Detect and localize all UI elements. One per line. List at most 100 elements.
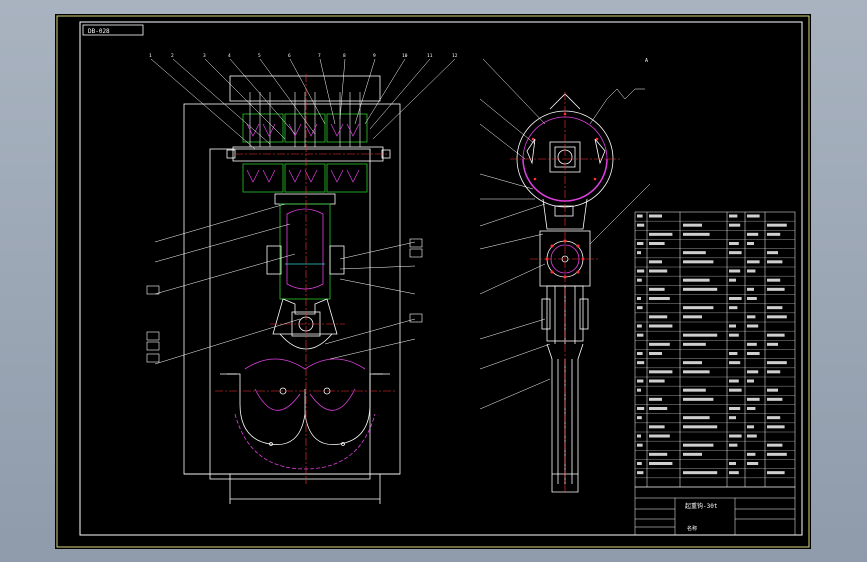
bom-cell-text: [649, 370, 673, 374]
bom-cell-text: [649, 214, 662, 218]
bom-cell-text: [767, 232, 781, 236]
title-tag-box: [82, 24, 144, 36]
bom-cell-text: [767, 315, 787, 319]
bom-cell-text: [767, 425, 785, 429]
cad-viewport[interactable]: DB-028: [55, 14, 811, 549]
bom-cell-text: [637, 297, 641, 300]
bom-cell-text: [637, 471, 644, 475]
crane-hook-drawing: DB-028: [56, 15, 810, 548]
callout-10: 10: [402, 53, 408, 59]
bom-cell-text: [683, 361, 702, 365]
bom-cell-text: [747, 425, 754, 429]
bom-cell-text: [683, 342, 706, 346]
bom-cell-text: [747, 342, 757, 346]
bom-cell-text: [747, 269, 756, 273]
bom-cell-text: [637, 306, 643, 310]
sheet-inner-frame: [79, 21, 803, 536]
bom-cell-text: [747, 232, 759, 236]
bom-cell-text: [637, 379, 644, 383]
bom-cell-text: [767, 251, 778, 255]
bom-cell-text: [637, 333, 644, 337]
callout-12: 12: [452, 53, 458, 59]
bom-cell-text: [683, 370, 710, 374]
bom-cell-text: [767, 278, 781, 282]
bom-cell-text: [729, 407, 741, 410]
title-block-name: 起重钩-30t: [685, 502, 718, 510]
bom-cell-text: [649, 242, 665, 245]
bom-cell-text: [729, 297, 742, 300]
bom-cell-text: [637, 407, 645, 410]
bom-cell-text: [729, 352, 738, 355]
callout-7: 7: [318, 53, 321, 59]
bom-cell-text: [729, 434, 742, 438]
bom-cell-text: [747, 324, 759, 328]
callout-11: 11: [427, 53, 433, 59]
bom-cell-text: [683, 306, 714, 310]
bom-cell-text: [683, 278, 710, 282]
bom-cell-text: [747, 434, 757, 438]
callout-6: 6: [288, 53, 291, 59]
bom-cell-text: [767, 223, 787, 227]
bom-cell-text: [649, 324, 673, 328]
bom-cell-text: [767, 397, 783, 401]
bom-cell-text: [767, 306, 783, 310]
bom-cell-text: [729, 361, 741, 365]
bom-cell-text: [649, 269, 668, 273]
bom-cell-text: [683, 397, 714, 401]
callout-4: 4: [228, 53, 231, 59]
bom-cell-text: [649, 462, 673, 465]
bom-cell-text: [683, 251, 706, 255]
bom-cell-text: [649, 232, 673, 236]
callout-3: 3: [203, 53, 206, 59]
callout-5: 5: [258, 53, 261, 59]
bom-cell-text: [747, 315, 756, 319]
bom-cell-text: [637, 278, 642, 282]
bom-cell-text: [649, 379, 665, 383]
callout-9: 9: [373, 53, 376, 59]
front-leaders: [150, 58, 456, 365]
bom-rows: [635, 214, 795, 478]
bom-cell-text: [649, 260, 662, 264]
bom-cell-text: [729, 278, 736, 282]
bom-cell-text: [729, 379, 739, 383]
bom-cell-text: [729, 223, 741, 227]
bom-cell-text: [747, 370, 759, 374]
bom-cell-text: [747, 452, 756, 456]
bom-cell-text: [767, 361, 787, 365]
bom-cell-text: [637, 388, 641, 392]
bom-cell-text: [747, 260, 760, 264]
bom-cell-text: [637, 269, 645, 273]
callout-2: 2: [171, 53, 174, 59]
bom-cell-text: [767, 287, 785, 291]
bom-cell-text: [637, 361, 645, 365]
bom-cell-text: [637, 251, 641, 255]
bom-cell-text: [683, 425, 718, 429]
bom-cell-text: [767, 452, 787, 456]
bom-cell-text: [637, 462, 642, 465]
bom-cell-text: [747, 214, 760, 218]
bom-cell-text: [649, 452, 668, 456]
bom-cell-text: [747, 462, 759, 465]
bom-cell-text: [729, 443, 738, 447]
bom-cell-text: [637, 223, 645, 227]
bom-cell-text: [729, 471, 739, 475]
bom-cell-text: [683, 443, 714, 447]
bom-cell-text: [637, 416, 642, 420]
bom-cell-text: [683, 287, 718, 291]
bom-cell-text: [637, 352, 643, 355]
bom-cell-text: [683, 388, 706, 392]
title-block: [634, 486, 796, 536]
bom-cell-text: [683, 260, 714, 264]
callout-1: 1: [149, 53, 152, 59]
bom-cell-text: [767, 342, 778, 346]
bom-cell-text: [747, 287, 754, 291]
title-block-footer: 名称: [687, 525, 697, 532]
bom-cell-text: [729, 416, 736, 420]
bom-cell-text: [683, 416, 710, 420]
bom-cell-text: [637, 214, 643, 218]
front-view: [183, 75, 401, 504]
bom-cell-text: [747, 242, 754, 245]
bom-cell-text: [767, 370, 781, 374]
bom-cell-text: [637, 242, 644, 245]
bom-cell-text: [729, 251, 742, 255]
